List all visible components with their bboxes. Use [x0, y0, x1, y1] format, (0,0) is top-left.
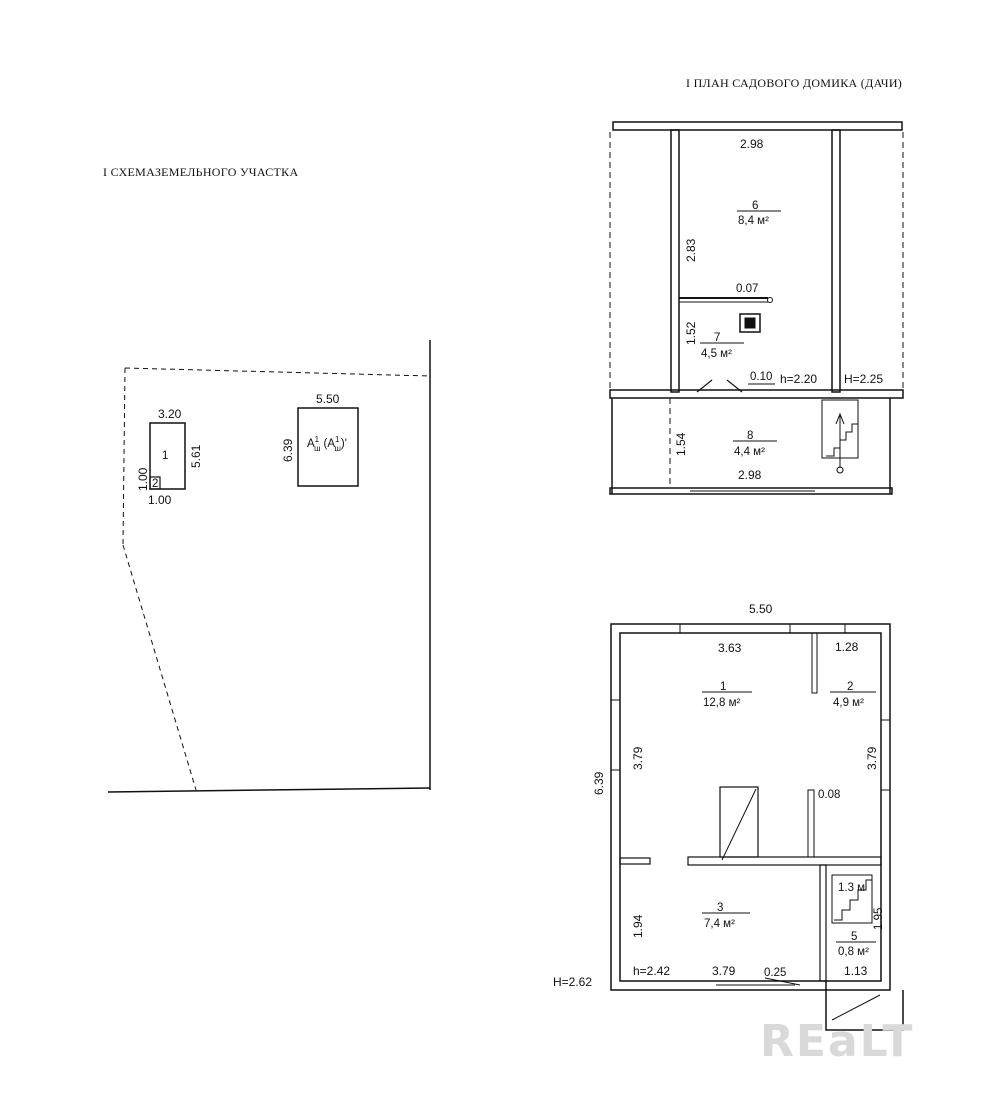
- room3-area: 7,4 м²: [704, 918, 735, 930]
- room1-number: 1: [720, 681, 726, 693]
- house-length: 6.39: [281, 438, 295, 462]
- watermark-logo: REaLT: [760, 1016, 914, 1067]
- room6-dim: 2.83: [684, 238, 698, 262]
- ground-partition-left: [619, 857, 651, 865]
- house-footprint: [297, 407, 359, 487]
- room5-area: 0,8 м²: [838, 946, 869, 958]
- upper-top-wall: [612, 121, 903, 131]
- upper-door-right: [726, 379, 743, 393]
- ground-height-inner: h=2.42: [633, 964, 670, 978]
- upper-stairs-start: [836, 466, 844, 474]
- ground-small-stairs: [831, 874, 873, 924]
- stair-label-1: 1.3 м: [838, 882, 865, 894]
- upper-bottom-wall: [609, 487, 893, 495]
- ground-porch-door: [831, 994, 881, 1021]
- room3-length: 1.94: [631, 914, 645, 938]
- upper-stairs-steps: [826, 423, 858, 457]
- ground-outer-wall: [610, 623, 891, 991]
- ground-stair-diagonal: [721, 788, 757, 861]
- building-1-length: 5.61: [189, 444, 203, 468]
- room5-partition: [819, 864, 827, 982]
- room1-length: 3.79: [631, 746, 645, 770]
- room5-width: 1.13: [844, 964, 868, 978]
- room3-number: 3: [717, 902, 723, 914]
- room7-dim: 1.52: [684, 321, 698, 345]
- room8-area: 4,4 м²: [734, 446, 765, 458]
- ground-wall-a: 0.08: [818, 789, 840, 801]
- ground-small-stairs-steps: [834, 879, 872, 921]
- chimney: [739, 313, 761, 333]
- ground-height-outer: H=2.62: [553, 975, 592, 989]
- site-scheme-title: I СХЕМАЗЕМЕЛЬНОГО УЧАСТКА: [103, 165, 298, 179]
- plot-boundary-top: [124, 367, 431, 377]
- upper-stairs-arrowhead: [835, 412, 845, 425]
- upper-floor-plan: [609, 121, 904, 495]
- room2-length: 3.79: [865, 746, 879, 770]
- room8-number: 8: [747, 430, 753, 442]
- plot-boundary-diagonal: [122, 544, 197, 791]
- upper-wall-a: 0.07: [736, 283, 758, 295]
- building-1-width: 3.20: [158, 407, 182, 421]
- ground-wall-b: 0.25: [764, 967, 786, 979]
- ground-floor-labels: 5.50 6.39 3.63 1.28 1 12,8 м² 2 4,9 м² 3…: [553, 602, 885, 989]
- room1-area: 12,8 м²: [703, 697, 740, 709]
- upper-height-outer: H=2.25: [844, 372, 883, 386]
- land-plot: [107, 340, 431, 793]
- room6-number: 6: [752, 200, 758, 212]
- room5-number: 5: [851, 931, 857, 943]
- upper-mid-wall: [609, 389, 904, 399]
- building-1-label: 1: [162, 450, 168, 462]
- upper-right-wall: [831, 129, 841, 393]
- upper-door-left: [696, 379, 713, 393]
- upper-width-top: 2.98: [740, 137, 764, 151]
- ground-width-outer: 5.50: [749, 602, 773, 616]
- ground-wall-b-marker: [764, 977, 801, 986]
- room8-dim: 1.54: [674, 432, 688, 456]
- room1-width: 3.63: [718, 641, 742, 655]
- room2-width: 1.28: [835, 640, 859, 654]
- building-2: [149, 476, 161, 490]
- room7-number: 7: [714, 332, 720, 344]
- ground-floor-plan: [610, 623, 904, 1031]
- plot-boundary-bottom: [107, 787, 431, 793]
- upper-width-bottom: 2.98: [738, 468, 762, 482]
- room3-width: 3.79: [712, 964, 736, 978]
- chimney-inner: [744, 317, 756, 329]
- building-2-label: 2: [152, 478, 158, 490]
- room2-partition: [811, 632, 818, 694]
- room7-area: 4,5 м²: [701, 348, 732, 360]
- ground-partition-main: [687, 856, 882, 866]
- plot-boundary-left: [122, 367, 126, 546]
- building-1: [149, 422, 186, 490]
- ground-porch: [825, 981, 904, 1031]
- room2-area: 4,9 м²: [833, 697, 864, 709]
- building-2-width: 1.00: [148, 493, 172, 507]
- building-2-length: 1.00: [136, 467, 150, 491]
- ground-length-outer: 6.39: [592, 771, 606, 795]
- upper-height-inner: h=2.20: [780, 372, 817, 386]
- room2-number: 2: [847, 681, 853, 693]
- house-width: 5.50: [316, 392, 340, 406]
- house-plan-title: I ПЛАН САДОВОГО ДОМИКА (ДАЧИ): [686, 76, 902, 90]
- upper-partition-end: [767, 297, 773, 303]
- upper-left-wall: [670, 129, 680, 393]
- upper-floor-labels: 2.98 6 8,4 м² 2.83 0.07 7 4,5 м² 1.52 0.…: [674, 137, 883, 482]
- room6-area: 8,4 м²: [738, 215, 769, 227]
- upper-wall-b: 0.10: [750, 371, 772, 383]
- ground-wall-stub: [807, 789, 815, 858]
- ground-inner-wall: [619, 632, 882, 982]
- stair-label-2: 1.95: [873, 908, 885, 930]
